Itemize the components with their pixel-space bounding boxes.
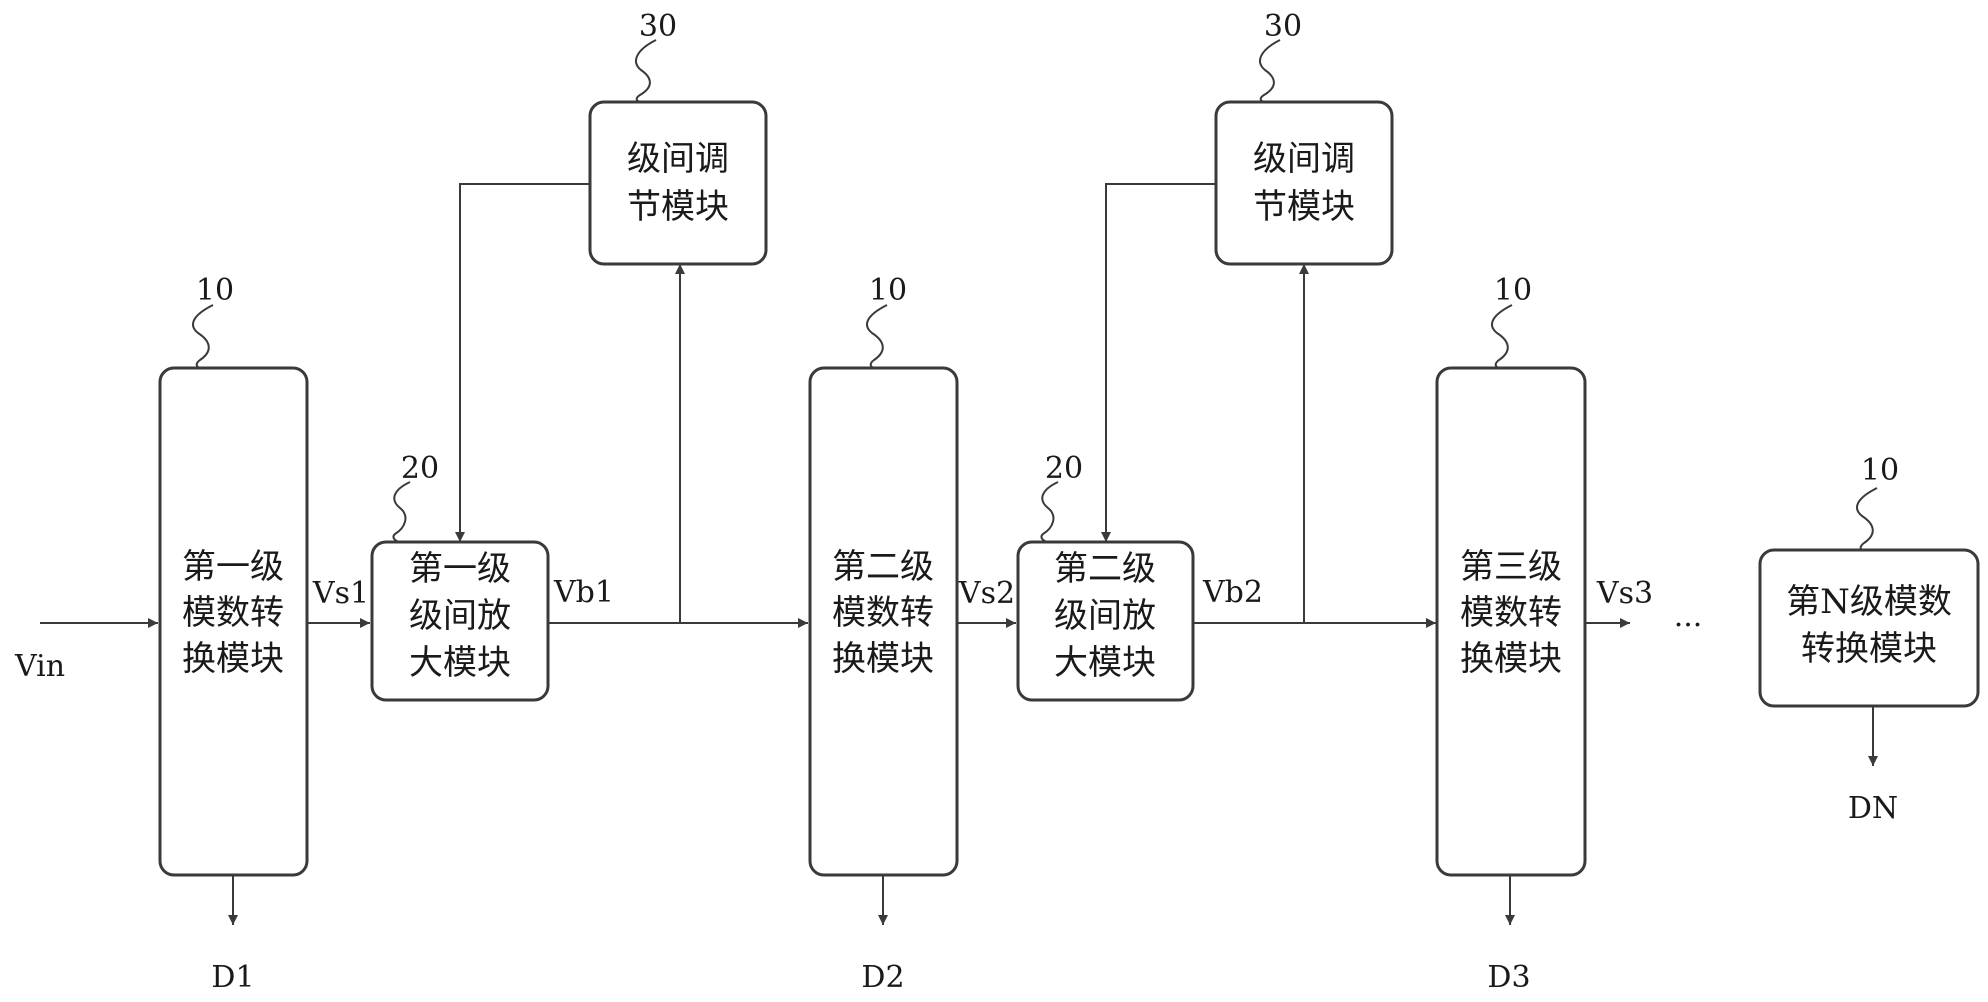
interstage-amplifier-1: 第一级 级间放 大模块 <box>370 540 550 702</box>
adc1-label-line2: 模数转 <box>182 593 284 633</box>
ref-number-adc2: 10 <box>869 273 907 308</box>
ref-leader-adc1 <box>192 304 214 370</box>
adc-stage-2: 第二级 模数转 换模块 <box>808 366 959 877</box>
ref-number-adcN: 10 <box>1861 453 1899 488</box>
signal-vs1: Vs1 <box>312 576 369 611</box>
reg2-to-amp2-wire <box>1101 183 1216 542</box>
interstage-regulator-1: 级间调 节模块 <box>588 100 768 266</box>
ref-leader-adc2 <box>866 304 888 370</box>
ref-leader-amp1 <box>392 481 411 544</box>
adc3-label-line2: 模数转 <box>1460 593 1562 633</box>
signal-vb1: Vb1 <box>553 575 614 610</box>
adc-stage-n: 第N级模数 转换模块 <box>1758 548 1980 708</box>
output-d2: D2 <box>861 960 904 995</box>
signal-vs3: Vs3 <box>1596 576 1653 611</box>
amp1-label-line3: 大模块 <box>409 643 511 683</box>
amp2-label-line1: 第二级 <box>1054 549 1156 589</box>
output-d3: D3 <box>1487 960 1530 995</box>
ref-number-adc1: 10 <box>196 273 234 308</box>
amp2-label-line3: 大模块 <box>1054 643 1156 683</box>
output-d1: D1 <box>211 960 254 995</box>
ref-leader-reg1 <box>635 39 657 104</box>
signal-vin: Vin <box>14 649 65 684</box>
reg1-label-line1: 级间调 <box>627 139 729 179</box>
reg1-to-amp1-wire <box>455 183 590 542</box>
interstage-amplifier-2: 第二级 级间放 大模块 <box>1016 540 1195 702</box>
adc-stage-3: 第三级 模数转 换模块 <box>1435 366 1587 877</box>
output-dn: DN <box>1848 791 1898 826</box>
ref-leader-adc3 <box>1491 304 1513 370</box>
ref-number-adc3: 10 <box>1494 273 1532 308</box>
ref-number-amp1: 20 <box>401 451 439 486</box>
ref-leader-reg2 <box>1259 39 1281 104</box>
adc3-label-line1: 第三级 <box>1460 547 1562 587</box>
adc2-label-line2: 模数转 <box>832 593 934 633</box>
amp1-label-line2: 级间放 <box>409 596 511 636</box>
signal-vs2: Vs2 <box>958 576 1015 611</box>
reg2-label-line1: 级间调 <box>1253 139 1355 179</box>
adc1-label-line3: 换模块 <box>182 639 284 679</box>
reg2-label-line2: 节模块 <box>1253 187 1355 227</box>
reg1-label-line2: 节模块 <box>627 187 729 227</box>
adc-stage-1: 第一级 模数转 换模块 <box>158 366 309 877</box>
amp1-label-line1: 第一级 <box>409 549 511 589</box>
adc2-label-line3: 换模块 <box>832 639 934 679</box>
ref-number-reg1: 30 <box>639 9 677 44</box>
signal-vb2: Vb2 <box>1202 575 1263 610</box>
interstage-regulator-2: 级间调 节模块 <box>1214 100 1394 266</box>
adcN-label-line1: 第N级模数 <box>1786 582 1952 622</box>
adc3-label-line3: 换模块 <box>1460 639 1562 679</box>
adcN-label-line2: 转换模块 <box>1801 629 1937 669</box>
continuation-ellipsis: ... <box>1674 599 1703 634</box>
adc1-label-line1: 第一级 <box>182 547 284 587</box>
ref-leader-amp2 <box>1040 481 1059 544</box>
adc2-label-line1: 第二级 <box>832 547 934 587</box>
ref-number-reg2: 30 <box>1264 9 1302 44</box>
ref-leader-adcN <box>1856 487 1878 553</box>
ref-number-amp2: 20 <box>1045 451 1083 486</box>
amp2-label-line2: 级间放 <box>1054 596 1156 636</box>
